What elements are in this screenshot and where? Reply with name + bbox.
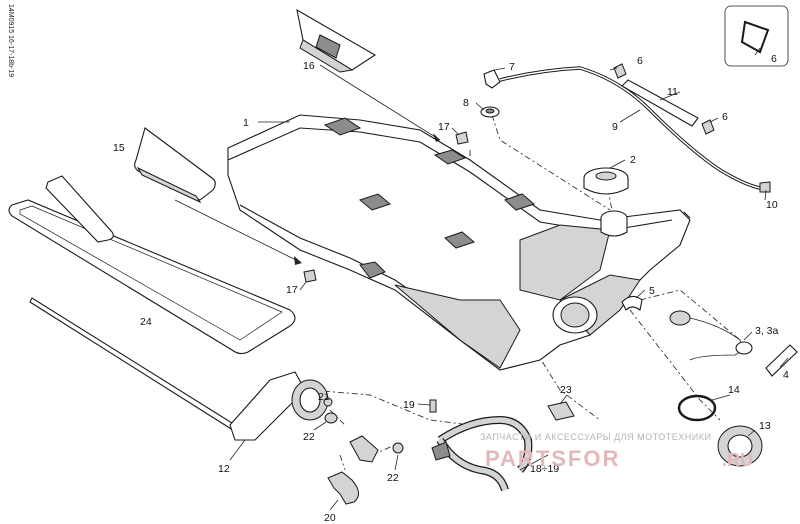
part-1-fuel-tank — [227, 114, 691, 371]
watermark: ЗАПЧАСТИ И АКСЕССУАРЫ ДЛЯ МОТОТЕХНИКИ PA… — [480, 432, 753, 471]
part-strip-small — [45, 175, 114, 243]
callout-12: 12 — [218, 463, 230, 475]
part-11-hose — [621, 79, 699, 127]
leader-lines — [174, 47, 789, 511]
callout-21: 21 — [318, 391, 330, 403]
part-18-fuel-line — [431, 415, 533, 492]
part-17-clips — [303, 131, 469, 283]
callout-8: 8 — [463, 97, 469, 109]
callout-16: 16 — [303, 60, 315, 72]
callout-1: 1 — [243, 117, 249, 129]
callout-6a: 6 — [637, 55, 643, 67]
callout-14: 14 — [728, 384, 740, 396]
part-13-flange — [717, 425, 763, 467]
callout-19: 19 — [403, 399, 415, 411]
part-2-cap — [583, 167, 629, 195]
callout-3: 3, 3a — [755, 325, 779, 337]
callout-6b: 6 — [722, 111, 728, 123]
callout-5: 5 — [649, 285, 655, 297]
part-22-grommets — [324, 412, 404, 454]
part-3-sensor — [669, 310, 753, 361]
callout-20: 20 — [324, 512, 336, 524]
callout-7: 7 — [509, 61, 515, 73]
watermark-tagline: ЗАПЧАСТИ И АКСЕССУАРЫ ДЛЯ МОТОТЕХНИКИ — [480, 432, 711, 442]
callout-6c: 6 — [771, 53, 777, 65]
callout-18: 18÷19 — [530, 463, 559, 475]
part-24-mat — [8, 199, 296, 355]
part-19 — [429, 399, 437, 413]
part-15-cover — [134, 127, 216, 204]
part-5-clamp — [621, 295, 643, 311]
part-23-clip — [547, 401, 575, 421]
callout-15: 15 — [113, 142, 125, 154]
part-4-hose — [765, 344, 798, 377]
callouts: 1 2 3, 3a 4 5 6 6 6 7 8 9 10 11 12 13 14… — [113, 53, 789, 524]
callout-22a: 22 — [303, 431, 315, 443]
part-20-hose — [327, 435, 379, 505]
callout-13: 13 — [759, 420, 771, 432]
part-16-heat-shield — [296, 8, 377, 73]
part-14-oring — [677, 394, 717, 422]
callout-2: 2 — [630, 154, 636, 166]
callout-23: 23 — [560, 384, 572, 396]
callout-9: 9 — [612, 121, 618, 133]
part-6-clamps — [613, 5, 789, 135]
callout-11: 11 — [667, 86, 678, 98]
part-10-fitting — [759, 181, 771, 193]
callout-22b: 22 — [387, 472, 399, 484]
callout-24: 24 — [140, 316, 152, 328]
watermark-domain: .RU — [722, 450, 753, 470]
part-8-grommet — [480, 106, 500, 118]
callout-10: 10 — [766, 199, 778, 211]
callout-17b: 17 — [286, 284, 298, 296]
watermark-logo: PARTSFOR — [485, 446, 620, 471]
callout-17a: 17 — [438, 121, 450, 133]
part-9-hose — [499, 66, 761, 190]
callout-4: 4 — [783, 369, 789, 381]
part-fuel-pump — [229, 371, 333, 441]
part-7-fitting — [483, 69, 501, 89]
drawing-code: 14M0915 16-17-18b-19 — [7, 4, 14, 77]
